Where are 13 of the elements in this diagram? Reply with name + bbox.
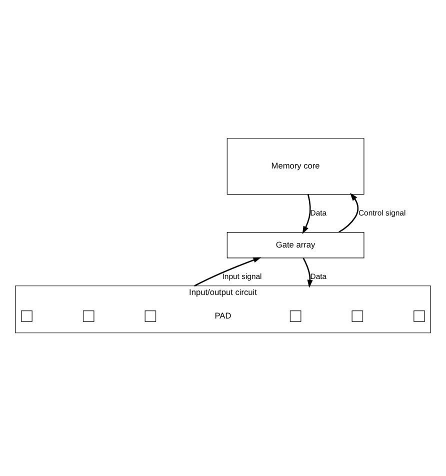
node-box bbox=[352, 310, 364, 322]
node-box bbox=[21, 310, 32, 322]
arrow bbox=[194, 257, 262, 286]
arrow bbox=[302, 194, 311, 234]
node-box bbox=[414, 310, 425, 322]
node-box: Gate array bbox=[226, 232, 364, 258]
node-box bbox=[82, 310, 94, 322]
node-box bbox=[144, 310, 156, 322]
label: PAD bbox=[214, 310, 232, 320]
arrow bbox=[302, 258, 313, 288]
node-box bbox=[290, 310, 302, 322]
arrow bbox=[338, 192, 359, 233]
node-box: Memory core bbox=[226, 138, 364, 195]
